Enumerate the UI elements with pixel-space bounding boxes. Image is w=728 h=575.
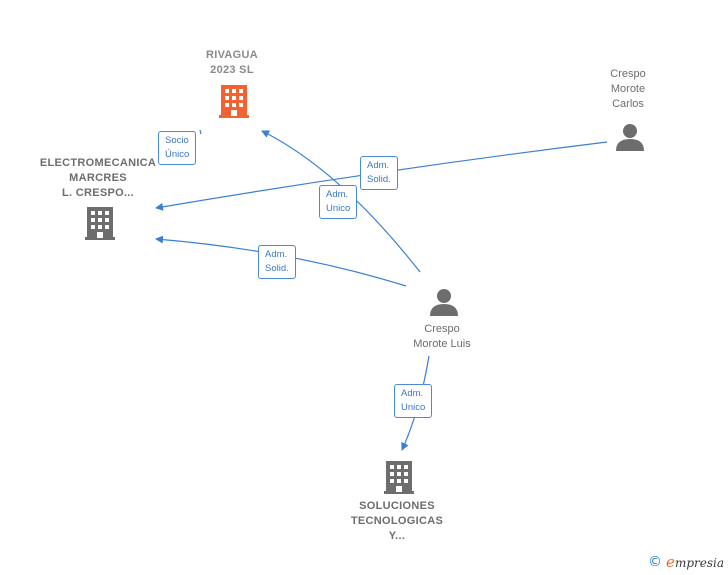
node-label-soluciones[interactable]: SOLUCIONES TECNOLOGICAS Y... (350, 500, 444, 542)
node-label-rivagua[interactable]: RIVAGUA 2023 SL (205, 49, 258, 76)
brand-footer[interactable]: © empresia (648, 553, 724, 571)
edge-label-adm-solid-luis: Adm. Solid. (258, 245, 296, 279)
building-icon (85, 207, 115, 240)
person-icon (616, 124, 644, 151)
node-label-electromecanica[interactable]: ELECTROMECANICA MARCRES L. CRESPO... (39, 157, 157, 199)
edge-label-adm-unico-soluciones: Adm. Unico (394, 384, 433, 418)
edge-socio-unico (199, 129, 202, 135)
person-icon (430, 289, 458, 316)
node-label-crespo-luis[interactable]: Crespo Morote Luis (413, 323, 471, 350)
empresia-logo: empresia (666, 553, 724, 571)
node-label-crespo-carlos[interactable]: Crespo Morote Carlos (610, 68, 646, 110)
edge-label-adm-unico-rivagua: Adm. Unico (319, 185, 358, 219)
edge-label-socio-unico: Socio Único (158, 131, 197, 165)
building-icon (384, 461, 414, 494)
copyright-icon: © (648, 554, 663, 570)
edge-label-adm-solid-carlos: Adm. Solid. (360, 156, 398, 190)
building-icon (219, 85, 249, 118)
